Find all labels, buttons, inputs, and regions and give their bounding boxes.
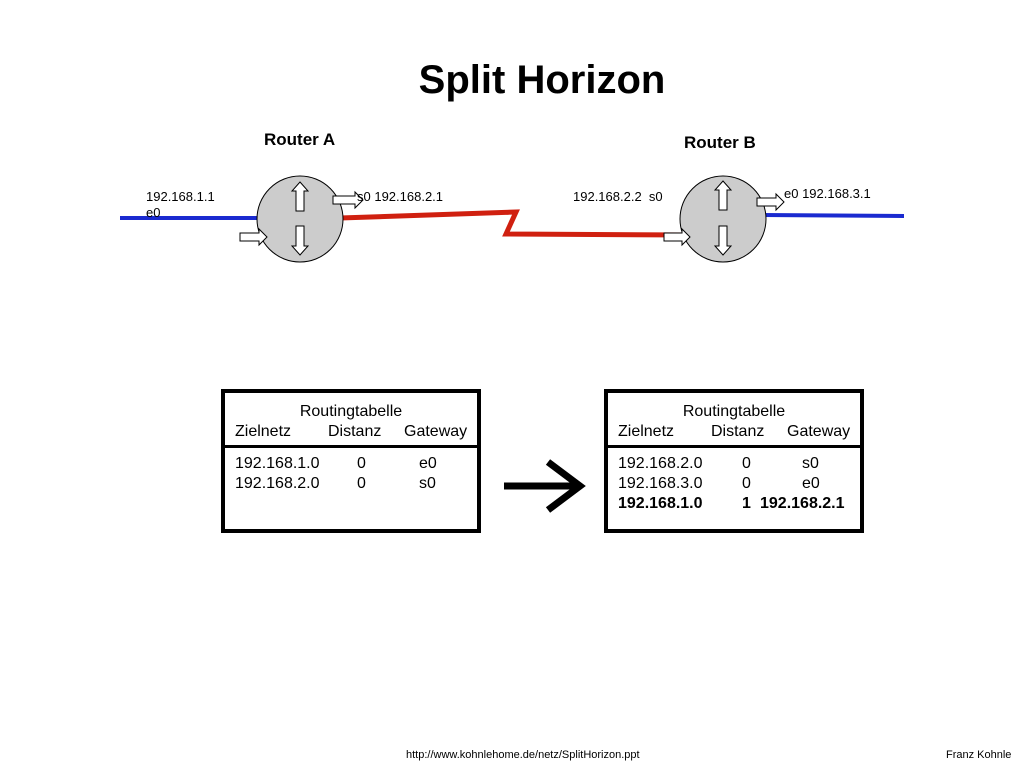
footer-author: Franz Kohnle — [946, 749, 1012, 761]
right-arrow-icon — [332, 190, 364, 210]
right-arrow-icon — [663, 227, 691, 247]
table-cell: 0 — [742, 475, 751, 492]
table-title: Routingtabelle — [299, 403, 403, 420]
lan-link-b — [761, 213, 905, 218]
serial-link — [339, 209, 691, 238]
table-header: Routingtabelle Zielnetz Distanz Gateway — [225, 393, 477, 448]
up-arrow-icon — [290, 181, 310, 212]
table-cell: s0 — [802, 455, 819, 472]
up-arrow-icon — [713, 180, 733, 211]
table-cell-highlight: 192.168.1.0 — [618, 495, 703, 512]
footer-url: http://www.kohnlehome.de/netz/SplitHoriz… — [406, 749, 640, 761]
table-cell: s0 — [419, 475, 436, 492]
column-header: Distanz — [328, 423, 382, 440]
routing-table-a: Routingtabelle Zielnetz Distanz Gateway … — [221, 389, 481, 533]
table-cell: 192.168.3.0 — [618, 475, 703, 492]
table-cell: e0 — [802, 475, 820, 492]
table-cell-highlight: 192.168.2.1 — [760, 495, 845, 512]
router-b-e0-label: e0 192.168.3.1 — [784, 186, 871, 201]
down-arrow-icon — [290, 225, 310, 256]
table-cell: e0 — [419, 455, 437, 472]
table-header: Routingtabelle Zielnetz Distanz Gateway — [608, 393, 860, 448]
table-cell: 0 — [357, 475, 366, 492]
router-b-label: Router B — [684, 133, 756, 152]
right-arrow-icon — [239, 227, 268, 247]
router-a-e0-label: e0 — [146, 205, 161, 220]
table-cell: 192.168.2.0 — [235, 475, 320, 492]
routing-table-b: Routingtabelle Zielnetz Distanz Gateway … — [604, 389, 864, 533]
column-header: Gateway — [787, 423, 851, 440]
table-cell: 0 — [357, 455, 366, 472]
down-arrow-icon — [713, 225, 733, 256]
transition-arrow-icon — [504, 459, 586, 513]
table-cell: 0 — [742, 455, 751, 472]
router-a-label: Router A — [264, 130, 336, 149]
router-b-icon — [663, 175, 785, 263]
column-header: Distanz — [711, 423, 765, 440]
table-title: Routingtabelle — [682, 403, 786, 420]
column-header: Zielnetz — [618, 423, 675, 440]
router-a-icon — [239, 175, 364, 263]
column-header: Gateway — [404, 423, 468, 440]
page-title: Split Horizon — [418, 58, 666, 102]
column-header: Zielnetz — [235, 423, 292, 440]
router-b-s0-label: 192.168.2.2 s0 — [573, 189, 663, 204]
router-a-s0-label: s0 192.168.2.1 — [357, 189, 444, 204]
table-cell: 192.168.2.0 — [618, 455, 703, 472]
table-cell-highlight: 1 — [742, 495, 751, 512]
router-a-e0-ip: 192.168.1.1 — [146, 189, 215, 204]
table-cell: 192.168.1.0 — [235, 455, 320, 472]
right-arrow-icon — [756, 192, 785, 212]
